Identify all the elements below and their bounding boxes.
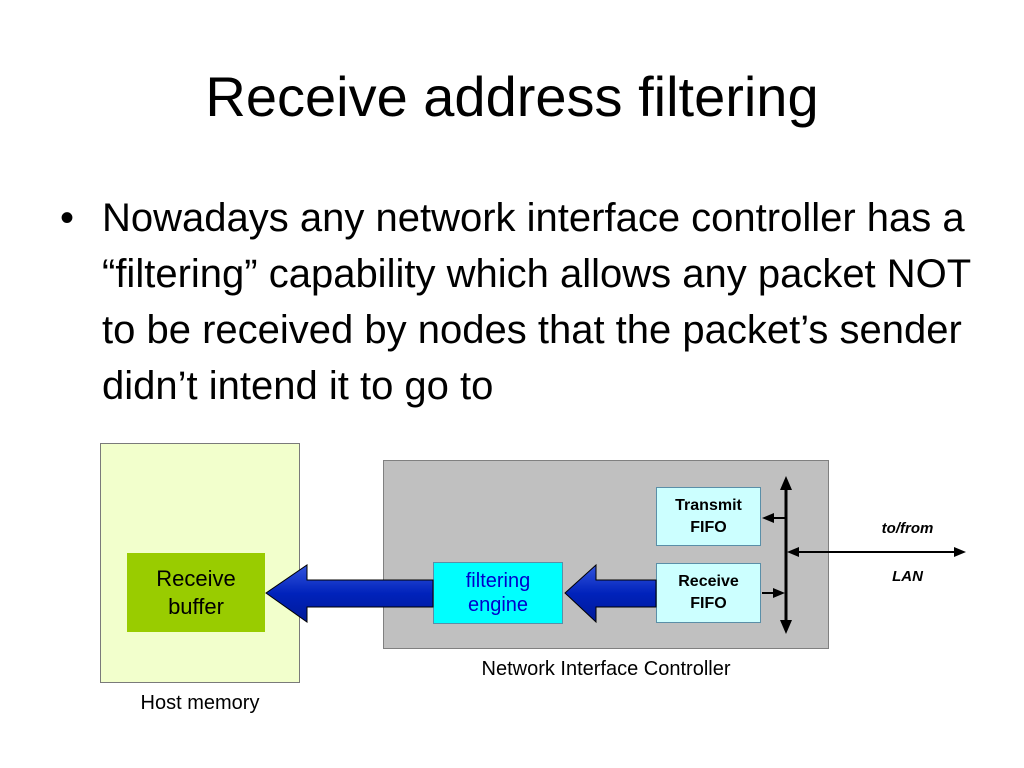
lan-arrowhead-right (954, 547, 966, 557)
big-arrow-to-host (265, 564, 434, 623)
lan-label-to-from: to/from (881, 520, 934, 537)
bus-arrowhead-bottom (780, 620, 792, 634)
slide-title: Receive address filtering (205, 65, 819, 128)
receive-buffer-box: Receive buffer (127, 553, 265, 632)
transmit-fifo-line2: FIFO (690, 518, 727, 536)
receive-fifo-line1: Receive (678, 573, 739, 590)
transmit-fifo-box: Transmit FIFO (656, 487, 761, 546)
receive-arrowhead (773, 588, 785, 598)
receive-buffer-line1: Receive (156, 565, 236, 591)
lan-label-lan: LAN (892, 568, 923, 585)
bullet-marker: • (60, 196, 75, 240)
bus-arrowhead-top (780, 476, 792, 490)
receive-fifo-box: Receive FIFO (656, 563, 761, 623)
transmit-arrowhead (762, 513, 774, 523)
filtering-engine-line1: filtering (465, 570, 531, 592)
lan-arrowhead-left (787, 547, 799, 557)
receive-buffer-line2: buffer (168, 593, 224, 619)
transmit-fifo-line1: Transmit (675, 496, 742, 514)
nic-label: Network Interface Controller (481, 658, 731, 680)
bullet-text: Nowadays any network interface controlle… (102, 196, 971, 408)
host-memory-label: Host memory (140, 692, 260, 714)
filtering-engine-line2: engine (467, 594, 529, 616)
filtering-engine-box: filtering engine (433, 562, 563, 624)
receive-fifo-line2: FIFO (690, 595, 727, 612)
big-arrow-to-filter (564, 563, 657, 624)
